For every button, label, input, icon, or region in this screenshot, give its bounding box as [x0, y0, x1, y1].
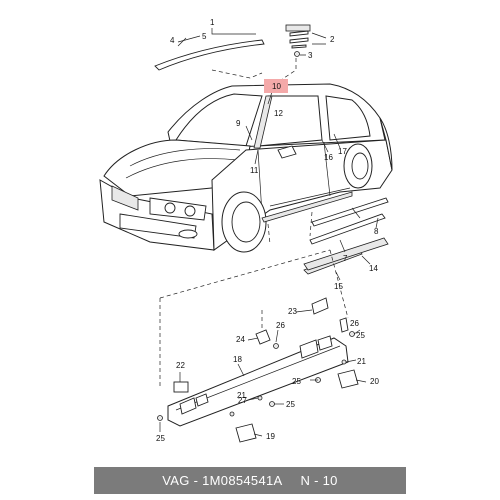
- callout-10: 10: [272, 82, 281, 91]
- callout-19: 19: [266, 432, 275, 441]
- callout-8: 8: [374, 227, 379, 236]
- callout-25-a: 25: [356, 331, 365, 340]
- part-number-bar: VAG - 1M0854541A N - 10: [94, 467, 406, 494]
- callout-21-upper: 21: [357, 357, 366, 366]
- parts-diagram: 1 2 3 4 5 7 8 9 10 11 12 14 15 16 17 18 …: [99, 18, 393, 443]
- callout-15: 15: [334, 282, 343, 291]
- callout-17: 17: [338, 147, 347, 156]
- callout-27: 27: [238, 396, 247, 405]
- callout-7: 7: [343, 254, 348, 263]
- callout-14: 14: [369, 264, 378, 273]
- position-label: N - 10: [300, 473, 338, 488]
- sill-clips: [157, 297, 359, 443]
- callout-16: 16: [324, 153, 333, 162]
- highlight-box: [264, 79, 288, 93]
- callout-1: 1: [210, 18, 215, 27]
- car-body: [99, 83, 393, 253]
- callout-25-c: 25: [286, 400, 295, 409]
- callout-20: 20: [370, 377, 379, 386]
- callout-4: 4: [170, 36, 175, 45]
- side-sill-cover: [167, 335, 349, 427]
- roof-clips: [285, 24, 327, 57]
- door-strip-parts: [303, 197, 389, 275]
- leader-lines: [159, 91, 379, 437]
- callout-23: 23: [288, 307, 297, 316]
- roof-trim-strip: [154, 28, 265, 71]
- part-number-label: VAG - 1M0854541A: [162, 473, 283, 488]
- callout-5: 5: [202, 32, 207, 41]
- callout-9: 9: [236, 119, 241, 128]
- callout-labels: 1 2 3 4 5 7 8 9 10 11 12 14 15 16 17 18 …: [156, 18, 379, 443]
- callout-26-a: 26: [276, 321, 285, 330]
- callout-26-b: 26: [350, 319, 359, 328]
- callout-21-lower: 21: [237, 391, 246, 400]
- callout-24: 24: [236, 335, 245, 344]
- callout-3: 3: [308, 51, 313, 60]
- callout-25-b: 25: [292, 377, 301, 386]
- callout-2: 2: [330, 35, 335, 44]
- callout-25-d: 25: [156, 434, 165, 443]
- callout-22: 22: [176, 361, 185, 370]
- callout-18: 18: [233, 355, 242, 364]
- callout-11: 11: [250, 166, 259, 175]
- callout-12: 12: [274, 109, 283, 118]
